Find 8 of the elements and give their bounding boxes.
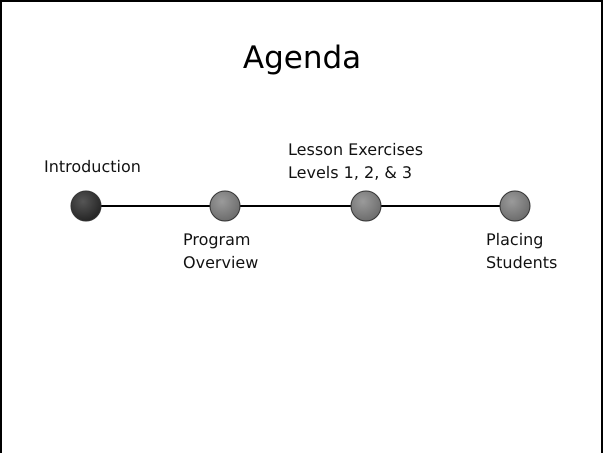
- milestone-label: Lesson Exercises Levels 1, 2, & 3: [288, 139, 424, 184]
- slide-title: Agenda: [242, 40, 362, 76]
- connector-line: [381, 205, 500, 207]
- connector-line: [240, 205, 351, 207]
- milestone-label: Program Overview: [183, 229, 260, 274]
- milestone-label: Placing Students: [486, 229, 558, 274]
- connector-line: [101, 205, 210, 207]
- milestone-label: Introduction: [44, 156, 141, 178]
